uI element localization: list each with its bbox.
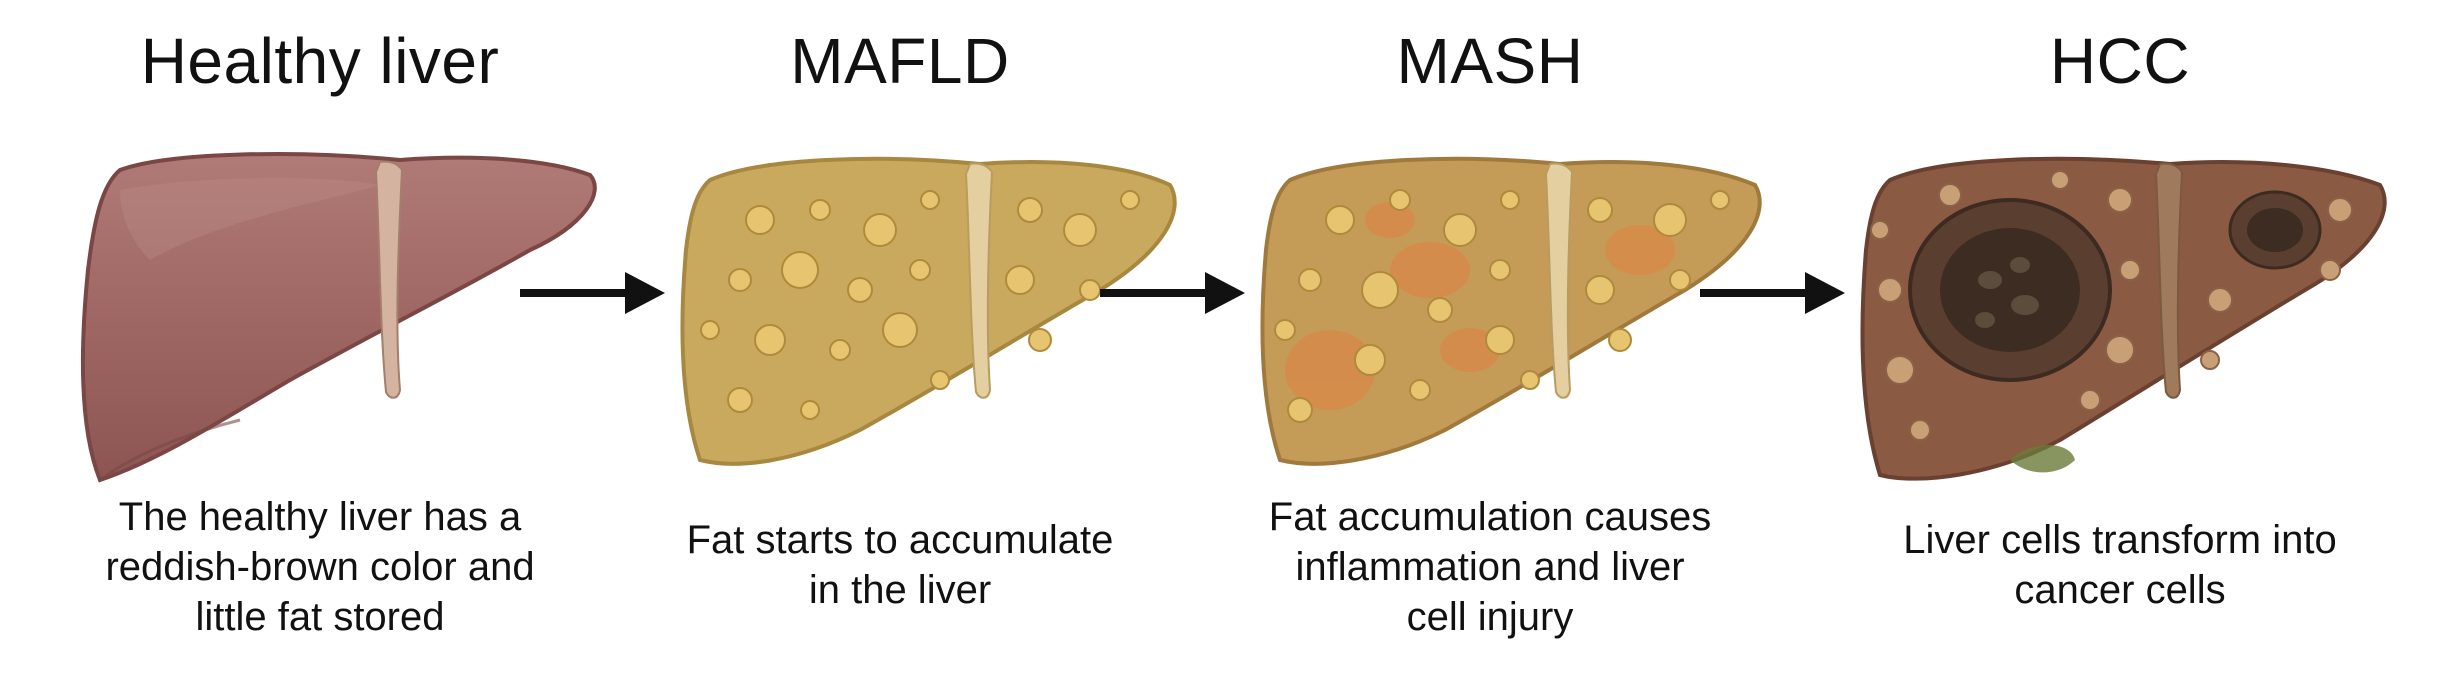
caption-line: in the liver (808, 568, 992, 612)
stage-healthy-liver: Healthy liver The healthy liver has a re… (20, 0, 620, 674)
arrow-right-icon (1100, 272, 1245, 314)
stage-caption-mash: Fat accumulation causes inflammation and… (1210, 492, 1770, 642)
stage-title-hcc: HCC (2049, 25, 2191, 97)
caption-line: Liver cells transform into (1903, 518, 2337, 562)
caption-line: Fat accumulation causes (1268, 495, 1712, 539)
caption-line: cell injury (1406, 595, 1574, 639)
stage-mafld: MAFLD Fat starts to accumulate in the li… (620, 0, 1180, 674)
stage-mash: MASH Fat accumulation causes inflammatio… (1210, 0, 1770, 674)
arrow-right-icon (520, 272, 665, 314)
caption-line: The healthy liver has a (118, 495, 522, 539)
healthy-liver-illustration (81, 152, 597, 483)
caption-line: Fat starts to accumulate (686, 518, 1114, 562)
mafld-liver-illustration (680, 156, 1177, 466)
caption-line: reddish-brown color and (105, 545, 535, 589)
hcc-liver-illustration (1860, 156, 2387, 481)
stage-caption-mafld: Fat starts to accumulate in the liver (620, 515, 1180, 615)
mash-liver-illustration (1260, 156, 1762, 466)
caption-line: inflammation and liver (1295, 545, 1685, 589)
stage-title-mash: MASH (1396, 25, 1584, 97)
stage-title-healthy-liver: Healthy liver (140, 25, 500, 97)
stage-title-mafld: MAFLD (790, 25, 1010, 97)
stage-caption-hcc: Liver cells transform into cancer cells (1820, 515, 2420, 615)
stage-hcc: HCC Liver cells transform into cancer ce… (1820, 0, 2420, 674)
caption-line: little fat stored (195, 595, 445, 639)
stage-caption-healthy-liver: The healthy liver has a reddish-brown co… (20, 492, 620, 642)
arrow-right-icon (1700, 272, 1845, 314)
caption-line: cancer cells (2014, 568, 2226, 612)
